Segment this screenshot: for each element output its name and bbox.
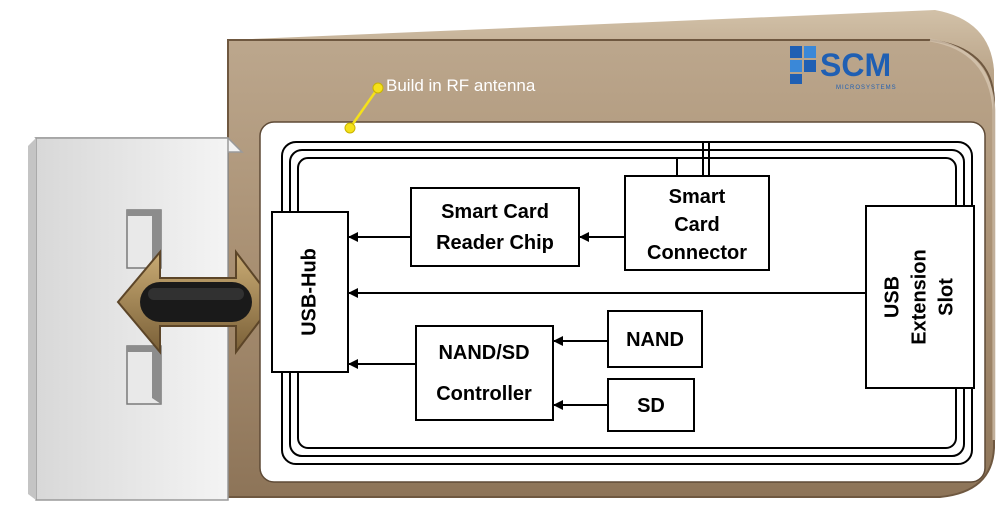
card-connector-block: Smart Card Connector bbox=[624, 175, 770, 271]
scm-logo-icon bbox=[790, 46, 816, 84]
controller-line1: NAND/SD bbox=[438, 342, 529, 364]
connections bbox=[348, 232, 866, 410]
antenna-dot-top bbox=[372, 82, 384, 94]
scm-logo: SCM MICROSYSTEMS bbox=[790, 46, 897, 91]
extension-line1: USB bbox=[881, 276, 903, 318]
plug-contact-bottom-shade bbox=[127, 346, 161, 404]
plug-side-shade bbox=[28, 138, 36, 500]
sd-block: SD bbox=[607, 378, 695, 432]
controller-line2: Controller bbox=[436, 383, 532, 405]
nand-sd-controller-block: NAND/SD Controller bbox=[415, 325, 554, 421]
scm-logo-tagline: MICROSYSTEMS bbox=[836, 85, 897, 91]
connector-line1: Smart bbox=[669, 186, 726, 208]
connector-line2: Card bbox=[674, 214, 720, 236]
reader-chip-line2: Reader Chip bbox=[436, 232, 554, 254]
nand-label: NAND bbox=[626, 329, 684, 351]
reader-chip-line1: Smart Card bbox=[441, 201, 549, 223]
scm-logo-brand: SCM bbox=[820, 47, 891, 83]
connector-line3: Connector bbox=[647, 242, 747, 264]
antenna-callout: Build in RF antenna bbox=[344, 76, 536, 134]
usb-extension-slot-block: USB Extension Slot bbox=[865, 205, 975, 389]
usb-plug bbox=[28, 137, 244, 501]
sd-label: SD bbox=[637, 395, 665, 417]
reader-chip-block: Smart Card Reader Chip bbox=[410, 187, 580, 267]
usb-hub-block: USB-Hub bbox=[271, 211, 349, 373]
antenna-label: Build in RF antenna bbox=[386, 76, 536, 95]
extension-line3: Slot bbox=[935, 278, 957, 316]
extension-line2: Extension bbox=[908, 249, 930, 345]
antenna-dot-bottom bbox=[344, 122, 356, 134]
case-edge-highlight bbox=[929, 38, 996, 440]
bidirectional-arrow-icon bbox=[116, 249, 276, 355]
plug-contact-top-shade bbox=[127, 210, 161, 268]
usb-hub-label: USB-Hub bbox=[298, 248, 320, 336]
nand-block: NAND bbox=[607, 310, 703, 368]
